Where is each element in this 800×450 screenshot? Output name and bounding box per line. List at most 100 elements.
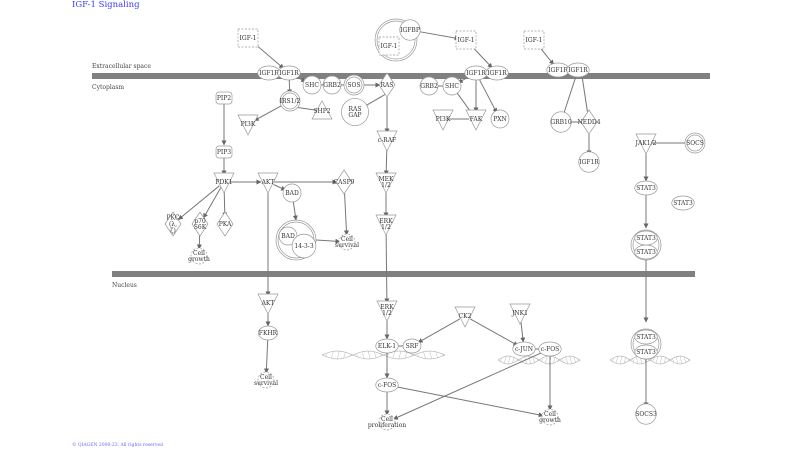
node-igf1-b[interactable]: IGF-1 <box>455 30 477 50</box>
node-igf1r-c2[interactable]: IGF1R <box>566 62 590 78</box>
node-label: 14-3-3 <box>294 243 314 250</box>
node-stat3-c2[interactable]: STAT3 <box>634 244 658 260</box>
node-nedd4[interactable]: NEDD4 <box>577 109 601 135</box>
node-socs3[interactable]: SOCS3 <box>635 403 657 425</box>
node-shc-a[interactable]: SHC <box>302 75 322 95</box>
node-igf1r-b2[interactable]: IGF1R <box>485 65 509 81</box>
node-igf1r-a2[interactable]: IGF1R <box>277 65 301 81</box>
node-akt-n[interactable]: AKT <box>257 293 279 315</box>
node-label: PI3K <box>436 116 451 123</box>
copyright: © QIAGEN 2000-23. All rights reserved <box>72 443 163 448</box>
node-stat3-n2[interactable]: STAT3 <box>634 344 658 360</box>
node-grb2-a[interactable]: GRB2 <box>322 75 342 95</box>
node-bad-a[interactable]: BAD <box>282 183 302 203</box>
node-label: RAS <box>381 82 394 89</box>
diagram-title[interactable]: IGF-1 Signaling <box>72 0 140 10</box>
node-grb2-b[interactable]: GRB2 <box>419 76 439 96</box>
node-igf1r-d[interactable]: IGF1R <box>578 151 600 173</box>
node-irs[interactable]: IRS1/2 <box>279 90 301 112</box>
node-akt-a[interactable]: AKT <box>257 172 279 194</box>
node-pip2[interactable]: PIP2 <box>215 91 233 105</box>
edge-erk_a-to-erk_n <box>384 229 390 304</box>
node-shp2[interactable]: SHP2 <box>311 100 333 120</box>
node-ras[interactable]: RAS <box>378 72 396 98</box>
node-label: PXN <box>493 116 507 123</box>
node-pkc[interactable]: PKC(λ,ζ) <box>164 211 182 237</box>
node-shc-b[interactable]: SHC <box>442 76 462 96</box>
node-fak[interactable]: FAK <box>465 109 487 131</box>
node-p1433[interactable]: 14-3-3 <box>291 233 317 259</box>
node-label: IGF1R <box>259 70 279 77</box>
node-craf[interactable]: c-RAF <box>376 130 398 152</box>
node-label: CK2 <box>459 313 472 320</box>
node-label: IGFBP <box>400 27 420 34</box>
node-stat3-c1[interactable]: STAT3 <box>634 230 658 246</box>
node-pi3k-b[interactable]: PI3K <box>432 109 454 131</box>
node-label: GRB2 <box>323 82 341 89</box>
node-igf1-c[interactable]: IGF-1 <box>523 30 545 50</box>
node-label: SOCS <box>686 140 704 147</box>
node-igf1r-a1[interactable]: IGF1R <box>257 65 281 81</box>
edge-shc_b-to-fak <box>455 90 473 114</box>
node-cfos-a[interactable]: c-FOS <box>538 341 562 357</box>
edge-jnk1-to-cjun <box>520 318 526 343</box>
node-stat3-b[interactable]: STAT3 <box>671 195 695 211</box>
node-label: JAK1/2 <box>635 140 657 147</box>
node-label: PI3K <box>241 121 256 128</box>
node-pxn[interactable]: PXN <box>490 109 510 129</box>
node-pka[interactable]: PKA <box>216 211 234 237</box>
node-pi3k-a[interactable]: PI3K <box>237 114 259 136</box>
cytoplasm-label: Cytoplasm <box>92 84 124 91</box>
node-pdk1[interactable]: PDK1 <box>213 172 235 194</box>
node-jak[interactable]: JAK1/2 <box>635 133 657 155</box>
node-grb10[interactable]: GRB10 <box>550 111 572 133</box>
node-fkhr[interactable]: FKHR <box>258 325 278 341</box>
node-label: NEDD4 <box>577 119 600 126</box>
node-igf1r-c1[interactable]: IGF1R <box>546 62 570 78</box>
node-igf1-a[interactable]: IGF-1 <box>237 28 259 48</box>
edge-cfos_a-to-cellprolif <box>392 350 545 420</box>
node-stat3-n1[interactable]: STAT3 <box>634 329 658 345</box>
node-label: FKHR <box>259 330 278 337</box>
node-socs[interactable]: SOCS <box>684 132 706 154</box>
node-label: BAD <box>285 190 299 197</box>
node-label: STAT3 <box>636 185 656 192</box>
node-label: FAK <box>470 116 483 123</box>
node-label: SOS <box>347 82 360 89</box>
node-pip3[interactable]: PIP3 <box>215 145 233 159</box>
edge-bad_a-to-pt <box>292 198 298 221</box>
node-sos[interactable]: SOS <box>343 74 365 96</box>
node-elk1[interactable]: ELK-1 <box>375 338 399 354</box>
node-srf[interactable]: SRF <box>402 338 422 354</box>
edge-ck2-to-srf <box>417 318 461 343</box>
node-stat3-a[interactable]: STAT3 <box>634 180 658 196</box>
node-ck2[interactable]: CK2 <box>454 306 476 328</box>
node-igf1-cx[interactable]: IGF-1 <box>378 36 400 56</box>
node-label: c-RAF <box>378 137 396 144</box>
node-label: PIP3 <box>217 149 231 156</box>
node-casp9[interactable]: CASP9 <box>334 169 355 195</box>
node-cjun[interactable]: c-JUN <box>512 341 536 357</box>
node-cfos-b[interactable]: c-FOS <box>375 377 399 393</box>
node-jnk1[interactable]: JNK1 <box>509 303 531 325</box>
node-igfbp[interactable]: IGFBP <box>399 19 421 41</box>
node-igf1r-b1[interactable]: IGF1R <box>464 65 488 81</box>
